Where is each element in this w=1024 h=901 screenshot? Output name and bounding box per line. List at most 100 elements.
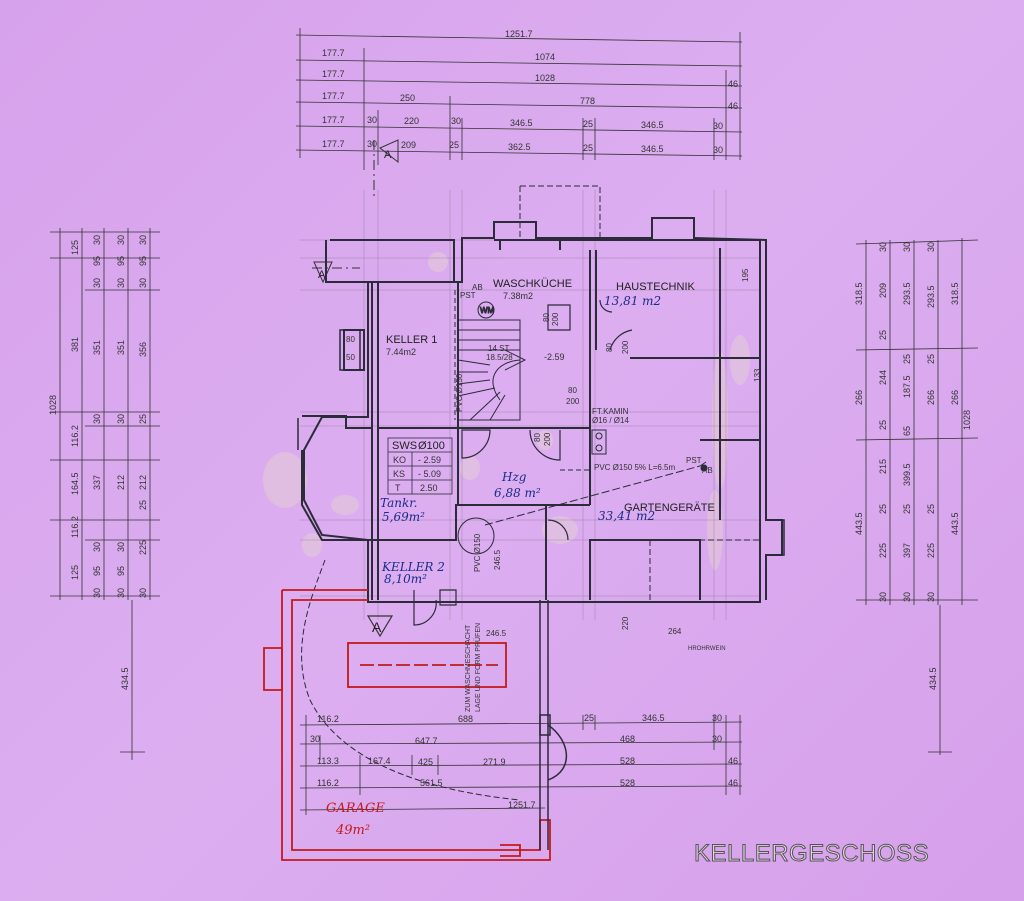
top-dimension-labels: 1251.7 177.7 1074 177.7 1028 46 177.7 25… xyxy=(322,29,738,155)
top-dim-label: 177.7 xyxy=(322,48,345,58)
room-hzg-name: Hzg xyxy=(501,470,527,484)
left-dim-label: 95 xyxy=(116,566,126,576)
right-dim-label: 30 xyxy=(902,242,912,252)
room-waschkueche-name: WASCHKÜCHE xyxy=(493,278,572,290)
sws-table: SWS Ø100 KO - 2.59 KS - 5.09 T 2.50 xyxy=(387,437,453,495)
wall-dim: 246.5 xyxy=(486,629,507,638)
section-a-markers: A A A xyxy=(312,139,399,638)
section-arrow-icon xyxy=(313,261,333,284)
ab-label: AB xyxy=(472,283,483,292)
left-dim-label: 225 xyxy=(138,540,148,555)
wall-dim: 220 xyxy=(621,616,630,630)
door-dim: 200 xyxy=(566,397,580,406)
left-dim-label: 30 xyxy=(138,588,148,598)
right-dim-label: 266 xyxy=(926,390,936,405)
bottom-dim-label: 30 xyxy=(712,713,722,723)
bottom-dim-label: 116.2 xyxy=(317,778,339,788)
left-dim-label: 125 xyxy=(70,240,80,255)
sws-t-label: T xyxy=(395,483,401,493)
right-dim-label: 25 xyxy=(926,354,936,364)
top-dim-label: 250 xyxy=(400,93,415,103)
section-arrow-icon xyxy=(379,139,399,164)
doors xyxy=(413,299,633,626)
door-dim: 80 xyxy=(605,343,614,352)
sws-value: Ø100 xyxy=(418,440,445,452)
top-dim-total: 1251.7 xyxy=(505,29,533,39)
right-dim-label: 399.5 xyxy=(902,463,912,486)
bottom-dim-label: 528 xyxy=(620,756,635,766)
left-dim-label: 116.2 xyxy=(70,516,80,538)
left-dim-label: 30 xyxy=(92,542,102,552)
sws-ks-value: - 5.09 xyxy=(418,469,441,479)
window-dim: 50 xyxy=(346,353,355,362)
schacht-label-2: LAGE UND FORM PRÜFEN xyxy=(474,623,482,712)
right-dim-label: 25 xyxy=(902,354,912,364)
room-garage-name: GARAGE xyxy=(326,801,385,816)
bottom-dim-label: 425 xyxy=(418,757,433,767)
washing-machine-icon xyxy=(477,301,495,319)
top-dim-label: 30 xyxy=(713,145,723,155)
top-dim-label: 177.7 xyxy=(322,69,345,79)
right-dim-label: 443.5 xyxy=(950,512,960,535)
bottom-dim-label: 561.5 xyxy=(420,778,443,788)
window-wells xyxy=(297,329,785,556)
bottom-dim-total: 1251.7 xyxy=(508,800,536,810)
right-dim-label: 225 xyxy=(878,543,888,558)
stair-dims: 18.5/28 xyxy=(486,353,513,362)
bottom-dimension-labels: 116.2 688 25 346.5 30 30 647.7 468 30 11… xyxy=(310,713,738,810)
right-dim-label: 225 xyxy=(926,543,936,558)
room-keller2-area: 8,10m² xyxy=(384,572,427,586)
pst-label-2: PST xyxy=(686,456,702,465)
paper-stains xyxy=(263,252,750,570)
room-waschkueche-area: 7.38m2 xyxy=(503,291,533,301)
right-dim-label: 25 xyxy=(878,420,888,430)
right-dim-label: 65 xyxy=(902,426,912,436)
room-keller2-name: KELLER 2 xyxy=(381,560,445,574)
section-label: A xyxy=(372,619,382,635)
top-dim-label: 220 xyxy=(404,116,419,126)
left-dim-label: 30 xyxy=(92,278,102,288)
top-dim-label: 346.5 xyxy=(641,120,664,130)
door-dim: 80 xyxy=(533,433,542,442)
left-dim-label: 30 xyxy=(116,278,126,288)
room-garage-area: 49m² xyxy=(335,823,370,838)
top-dim-label: 177.7 xyxy=(322,139,345,149)
sws-label: SWS xyxy=(392,440,417,452)
right-dim-label: 397 xyxy=(902,543,912,558)
top-dim-label: 30 xyxy=(367,115,377,125)
right-dim-label: 215 xyxy=(878,459,888,474)
wall-dim: 246.5 xyxy=(493,549,502,570)
top-dim-label: 346.5 xyxy=(510,118,533,128)
left-dim-label: 212 xyxy=(138,475,148,490)
bottom-dim-label: 116.2 xyxy=(317,714,339,724)
left-dim-label: 30 xyxy=(138,278,148,288)
schacht-label: ZUM WASCHMESCHACHT xyxy=(465,624,472,712)
pvc-label: PVC Ø150 5% L=6.5m xyxy=(594,463,675,472)
left-dim-label: 30 xyxy=(116,235,126,245)
right-dim-total: 1028 xyxy=(962,410,972,430)
right-dim-label: 443.5 xyxy=(854,512,864,535)
top-dim-label: 30 xyxy=(367,139,377,149)
bottom-dim-label: 25 xyxy=(584,713,594,723)
right-dim-label: 25 xyxy=(878,504,888,514)
top-dim-label: 30 xyxy=(451,116,461,126)
top-dim-label: 46 xyxy=(728,79,738,89)
top-dimension-lines xyxy=(295,28,743,170)
right-dim-label: 30 xyxy=(902,592,912,602)
bottom-dim-label: 688 xyxy=(458,714,473,724)
right-dim-label: 318.5 xyxy=(854,282,864,305)
room-haustechnik-name: HAUSTECHNIK xyxy=(616,281,696,293)
left-dimension-lines xyxy=(50,228,160,760)
chimney-label: FT.KAMIN xyxy=(592,407,629,416)
right-dim-label: 266 xyxy=(950,390,960,405)
right-dim-label: 266 xyxy=(854,390,864,405)
left-dim-label: 381 xyxy=(70,337,80,352)
top-dim-label: 209 xyxy=(401,140,416,150)
right-dim-side: 434.5 xyxy=(928,667,938,690)
left-dim-label: 351 xyxy=(116,340,126,355)
right-dim-label: 25 xyxy=(926,504,936,514)
left-dim-label: 30 xyxy=(116,588,126,598)
pvc-left-label: PVC Ø150 xyxy=(455,373,464,412)
door-dim: 200 xyxy=(551,312,560,326)
sws-ks-label: KS xyxy=(393,469,405,479)
